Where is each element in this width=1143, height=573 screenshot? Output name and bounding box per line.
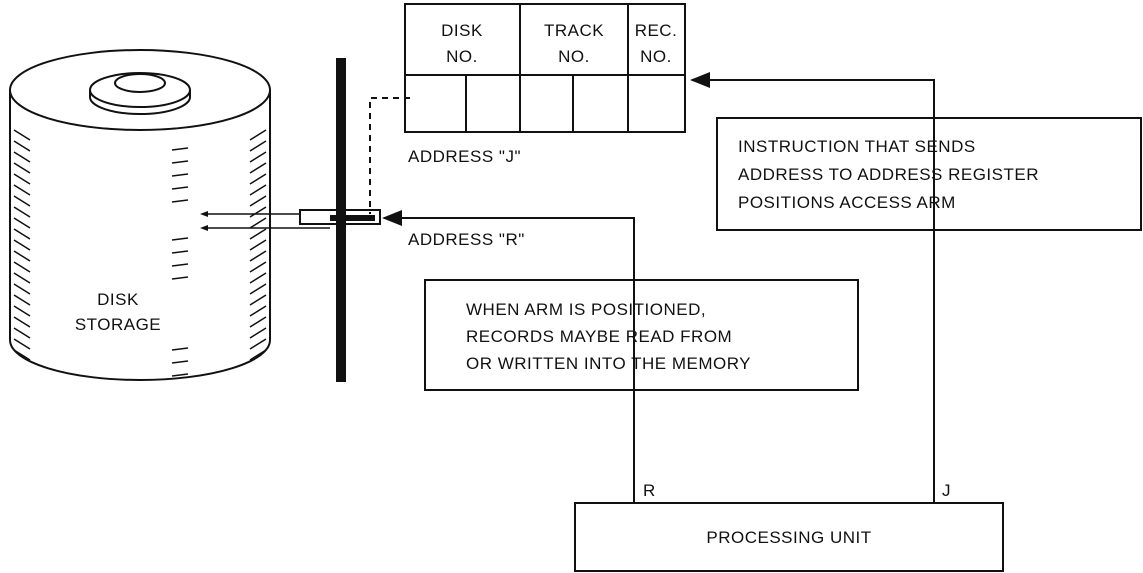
platter-edge: [13, 217, 31, 229]
processing-unit-box: PROCESSING UNIT: [574, 502, 1004, 572]
platter-edge: [13, 173, 31, 185]
platter-edge: [249, 206, 267, 218]
platter-edge: [13, 283, 31, 295]
track-mark: [171, 173, 189, 177]
platter-edge: [13, 195, 31, 207]
platter-edge: [249, 327, 267, 339]
platter-edge: [249, 316, 267, 328]
track-mark: [171, 237, 189, 241]
arm-positioned-line-3: OR WRITTEN INTO THE MEMORY: [466, 354, 751, 373]
instruction-line-2: ADDRESS TO ADDRESS REGISTER: [738, 165, 1039, 184]
platter-edge: [249, 272, 267, 284]
platter-edge: [249, 294, 267, 306]
disk-storage-label-1: DISK: [97, 290, 139, 309]
header-rec-line2: NO.: [640, 47, 672, 66]
platter-edge: [13, 327, 31, 339]
track-mark: [171, 250, 189, 254]
platter-edge: [13, 140, 31, 152]
access-arm: [336, 58, 346, 382]
r-line-label: R: [643, 481, 656, 500]
arm-positioned-line-2: RECORDS MAYBE READ FROM: [466, 327, 732, 346]
platter-edge: [249, 228, 267, 240]
platter-edge: [249, 151, 267, 163]
platter-edge: [13, 349, 31, 361]
track-mark: [171, 347, 189, 351]
address-r-label: ADDRESS "R": [408, 230, 525, 249]
disk-storage-cylinder: DISK STORAGE: [9, 49, 271, 381]
track-mark: [171, 147, 189, 151]
platter-edge: [13, 129, 31, 141]
platter-edge: [249, 140, 267, 152]
platter-edge: [13, 261, 31, 273]
platter-edge: [249, 239, 267, 251]
instruction-line-1: INSTRUCTION THAT SENDS: [738, 137, 976, 156]
instruction-box: INSTRUCTION THAT SENDS ADDRESS TO ADDRES…: [716, 117, 1142, 231]
platter-edge: [13, 272, 31, 284]
header-track-line2: NO.: [558, 47, 590, 66]
platter-edge: [13, 338, 31, 350]
address-j-label: ADDRESS "J": [408, 147, 521, 166]
platter-edge: [249, 162, 267, 174]
track-mark: [171, 186, 189, 190]
instruction-line-3: POSITIONS ACCESS ARM: [738, 193, 956, 212]
platter-edge: [13, 316, 31, 328]
track-mark: [171, 360, 189, 364]
platter-edge: [13, 228, 31, 240]
track-mark: [171, 263, 189, 267]
track-mark: [171, 199, 189, 203]
track-mark: [171, 276, 189, 280]
platter-edge: [249, 250, 267, 262]
platter-edge: [249, 217, 267, 229]
track-mark: [171, 373, 189, 377]
platter-edge: [13, 294, 31, 306]
platter-edge: [13, 305, 31, 317]
platter-edge: [13, 151, 31, 163]
platter-edge: [13, 162, 31, 174]
platter-edge: [249, 261, 267, 273]
platter-edge: [249, 173, 267, 185]
platter-edge: [249, 195, 267, 207]
platter-edge: [249, 283, 267, 295]
platter-edge: [249, 129, 267, 141]
header-disk-line2: NO.: [446, 47, 478, 66]
platter-edge: [13, 239, 31, 251]
address-j-path: [690, 72, 935, 503]
address-j-dashed-link: [369, 97, 410, 214]
read-write-heads: [200, 209, 381, 231]
disk-storage-label-2: STORAGE: [75, 315, 161, 334]
arm-positioned-line-1: WHEN ARM IS POSITIONED,: [466, 300, 706, 319]
platter-edge: [249, 184, 267, 196]
track-mark: [171, 160, 189, 164]
platter-edge: [249, 338, 267, 350]
address-r-path: [382, 210, 635, 503]
header-disk-line1: DISK: [441, 21, 483, 40]
arm-positioned-box: WHEN ARM IS POSITIONED, RECORDS MAYBE RE…: [424, 279, 859, 391]
platter-edge: [249, 349, 267, 361]
processing-unit-label: PROCESSING UNIT: [706, 528, 871, 547]
platter-edge: [13, 250, 31, 262]
platter-edge: [13, 184, 31, 196]
platter-edge: [249, 305, 267, 317]
platter-edge: [13, 206, 31, 218]
header-rec-line1: REC.: [635, 21, 678, 40]
disk-platter-lines: [13, 129, 267, 361]
address-register: DISK NO. TRACK NO. REC. NO.: [404, 3, 686, 133]
header-track-line1: TRACK: [544, 21, 604, 40]
j-line-label: J: [942, 481, 951, 500]
track-marks: [171, 147, 189, 377]
